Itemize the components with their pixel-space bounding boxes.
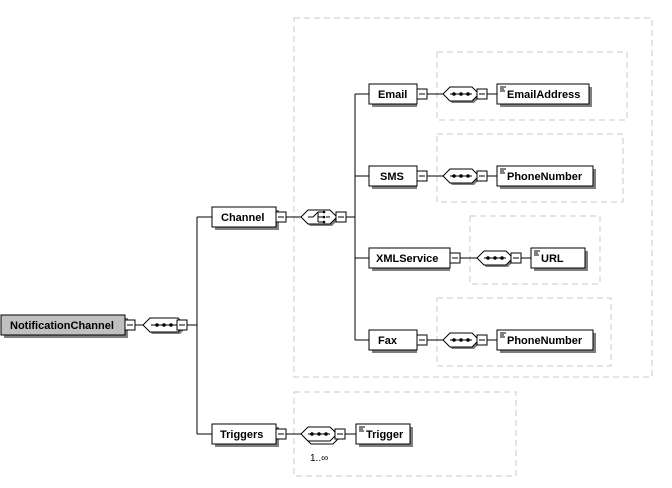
collapse-minus-icon[interactable] bbox=[275, 211, 287, 223]
element-xmlservice[interactable]: XMLService bbox=[368, 247, 451, 271]
element-triggers[interactable]: Triggers bbox=[211, 423, 279, 447]
collapse-minus-icon[interactable] bbox=[476, 334, 488, 346]
element-label-url: URL bbox=[541, 253, 564, 265]
collapse-minus-icon[interactable] bbox=[275, 428, 287, 440]
element-url[interactable]: URL bbox=[530, 247, 588, 271]
element-trigger[interactable]: Trigger bbox=[355, 423, 413, 447]
sms-seq-frame bbox=[436, 133, 624, 203]
collapse-minus-icon[interactable] bbox=[510, 252, 522, 264]
element-label-phonenumber: PhoneNumber bbox=[507, 171, 583, 183]
element-label-fax: Fax bbox=[378, 335, 398, 347]
element-doc-icon bbox=[359, 426, 365, 432]
collapse-minus-icon[interactable] bbox=[476, 88, 488, 100]
element-phonenumber[interactable]: PhoneNumber bbox=[496, 165, 596, 189]
element-phonenumber[interactable]: PhoneNumber bbox=[496, 329, 596, 353]
element-doc-icon bbox=[500, 332, 506, 338]
fax-seq-frame bbox=[436, 297, 612, 367]
choice-compositor-icon[interactable] bbox=[300, 209, 339, 226]
connectors bbox=[135, 93, 531, 435]
xmlservice-seq-frame bbox=[469, 215, 601, 285]
element-label-channel: Channel bbox=[221, 212, 264, 224]
element-email[interactable]: Email bbox=[368, 83, 418, 107]
element-label-triggers: Triggers bbox=[220, 429, 263, 441]
element-emailaddress[interactable]: EmailAddress bbox=[496, 83, 592, 107]
sequence-compositor-icon[interactable] bbox=[142, 317, 187, 334]
collapse-minus-icon[interactable] bbox=[416, 88, 428, 100]
collapse-minus-icon[interactable] bbox=[416, 170, 428, 182]
element-label-email: Email bbox=[378, 89, 407, 101]
collapse-minus-icon[interactable] bbox=[449, 252, 461, 264]
element-label-trigger: Trigger bbox=[366, 429, 404, 441]
group-frames bbox=[293, 17, 653, 477]
sequence-compositor-icon[interactable] bbox=[442, 86, 481, 103]
element-label-sms: SMS bbox=[380, 171, 404, 183]
sequence-compositor-icon[interactable] bbox=[476, 250, 515, 267]
collapse-minus-icon[interactable] bbox=[416, 334, 428, 346]
element-channel[interactable]: Channel bbox=[211, 206, 279, 230]
collapse-minus-icon[interactable] bbox=[124, 319, 136, 331]
element-fax[interactable]: Fax bbox=[368, 329, 418, 353]
element-label-notificationchannel: NotificationChannel bbox=[10, 320, 114, 332]
sequence-compositor-icon[interactable] bbox=[442, 168, 481, 185]
element-notificationchannel[interactable]: NotificationChannel bbox=[0, 314, 128, 338]
channel-choice-frame bbox=[293, 17, 653, 378]
element-doc-icon bbox=[534, 250, 540, 256]
element-label-xmlservice: XMLService bbox=[376, 253, 438, 265]
collapse-minus-icon[interactable] bbox=[335, 211, 347, 223]
occurrence-label: 1..∞ bbox=[310, 453, 328, 464]
element-label-phonenumber: PhoneNumber bbox=[507, 335, 583, 347]
sequence-compositor-icon[interactable] bbox=[442, 332, 481, 349]
element-doc-icon bbox=[500, 86, 506, 92]
sequence-compositor-icon[interactable] bbox=[300, 426, 341, 445]
element-doc-icon bbox=[500, 168, 506, 174]
collapse-minus-icon[interactable] bbox=[476, 170, 488, 182]
email-seq-frame bbox=[436, 51, 628, 121]
collapse-minus-icon[interactable] bbox=[176, 319, 188, 331]
element-label-emailaddress: EmailAddress bbox=[507, 89, 580, 101]
element-sms[interactable]: SMS bbox=[368, 165, 418, 189]
collapse-minus-icon[interactable] bbox=[334, 428, 346, 440]
